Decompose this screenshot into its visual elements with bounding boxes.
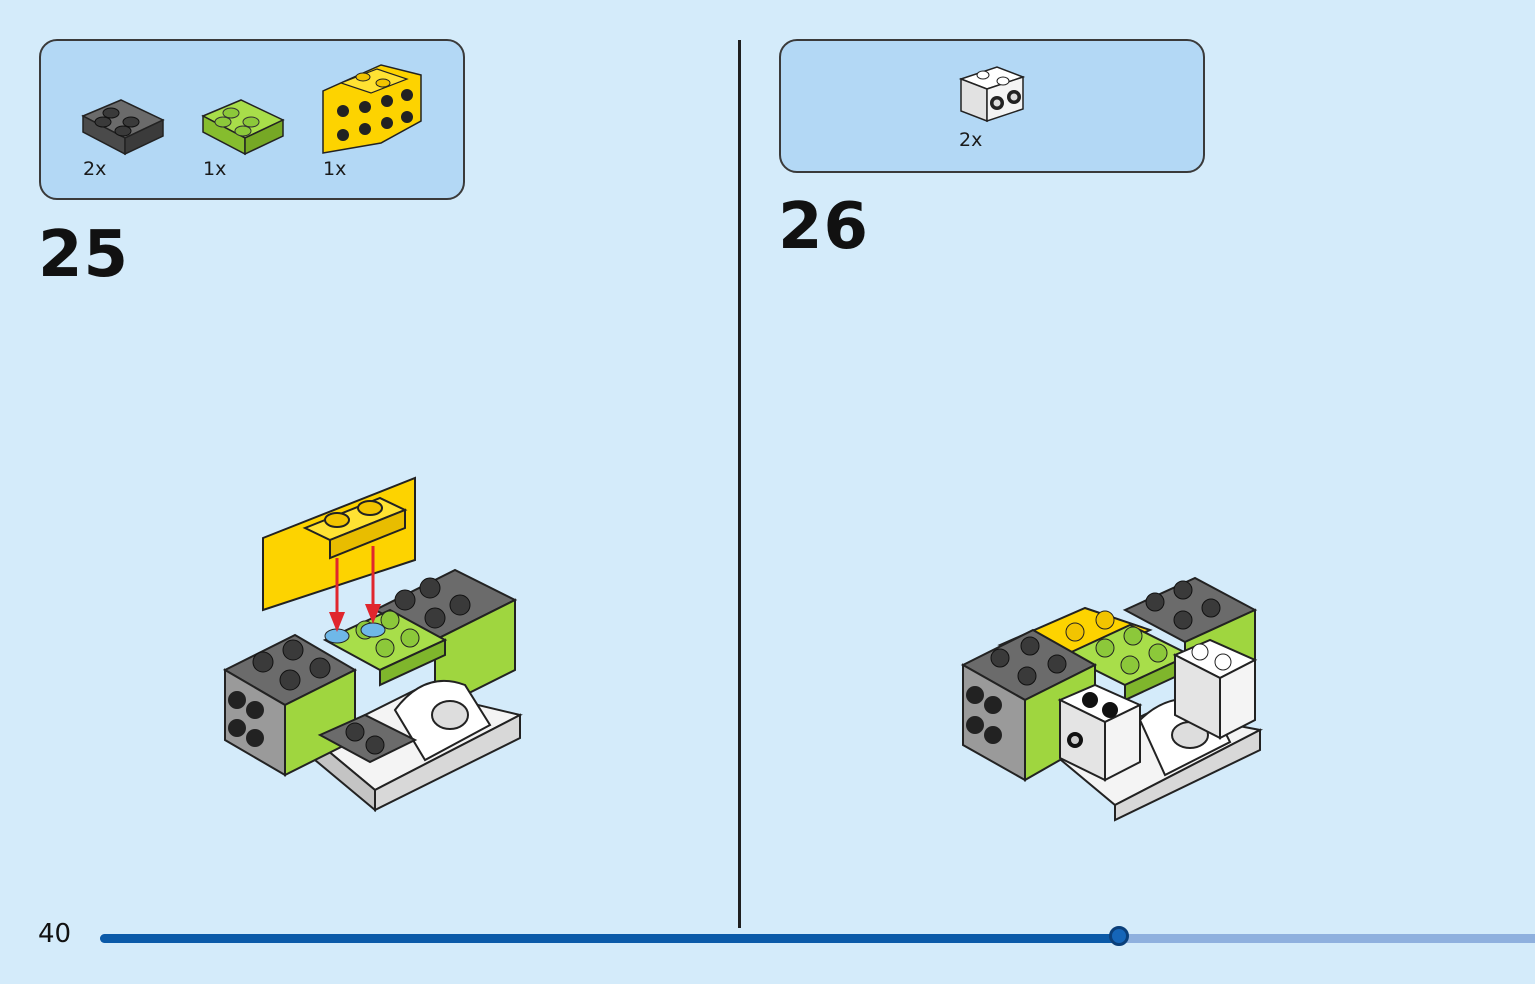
part-qty: 1x (203, 158, 227, 180)
lime-plate-icon (201, 99, 285, 156)
white-brick-icon (958, 66, 1026, 123)
progress-knob (1108, 926, 1129, 946)
parts-box-step-26: 2x (779, 39, 1205, 173)
page-divider (738, 40, 741, 928)
assembly-step-25-illustration (222, 476, 523, 813)
step-number: 26 (778, 190, 870, 264)
progress-fill (100, 934, 1119, 943)
page-number: 40 (38, 919, 72, 949)
part-qty: 2x (959, 129, 983, 151)
dark-gray-plate-icon (81, 99, 165, 156)
part-qty: 1x (323, 158, 347, 180)
assembly-step-26-illustration (960, 576, 1264, 822)
progress-bar (100, 926, 1535, 946)
parts-box-step-25: 2x 1x 1x (39, 39, 465, 200)
step-number: 25 (38, 218, 130, 292)
yellow-bracket-icon (322, 64, 422, 154)
part-qty: 2x (83, 158, 107, 180)
